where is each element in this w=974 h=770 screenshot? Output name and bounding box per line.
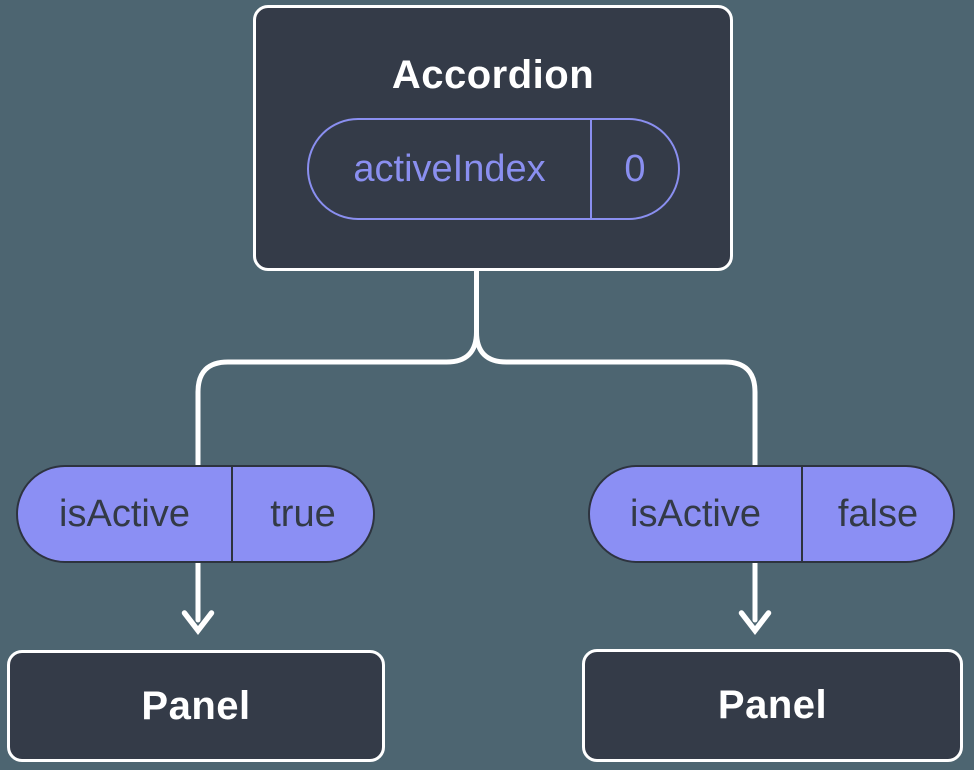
edge-left-line	[195, 268, 479, 623]
active-index-prop-pill: activeIndex 0	[307, 118, 680, 220]
prop-name-label: isActive	[590, 467, 803, 561]
panel-node-title: Panel	[141, 683, 251, 728]
prop-value-label: true	[270, 492, 336, 535]
panel-node-right: Panel	[582, 649, 963, 762]
arrowhead-right-icon	[738, 610, 772, 636]
prop-name-label: activeIndex	[309, 120, 592, 218]
is-active-pill-right: isActive false	[588, 465, 955, 563]
prop-value-label: 0	[624, 147, 646, 190]
panel-node-left: Panel	[7, 650, 385, 762]
accordion-node-title: Accordion	[391, 53, 595, 97]
panel-node-title: Panel	[717, 683, 828, 727]
edge-right-line	[474, 268, 758, 623]
prop-name-label: isActive	[18, 467, 233, 561]
is-active-pill-left: isActive true	[16, 465, 375, 563]
prop-value-label: false	[837, 492, 919, 535]
accordion-node: Accordion activeIndex 0	[253, 5, 733, 271]
arrowhead-left-icon	[181, 610, 215, 636]
